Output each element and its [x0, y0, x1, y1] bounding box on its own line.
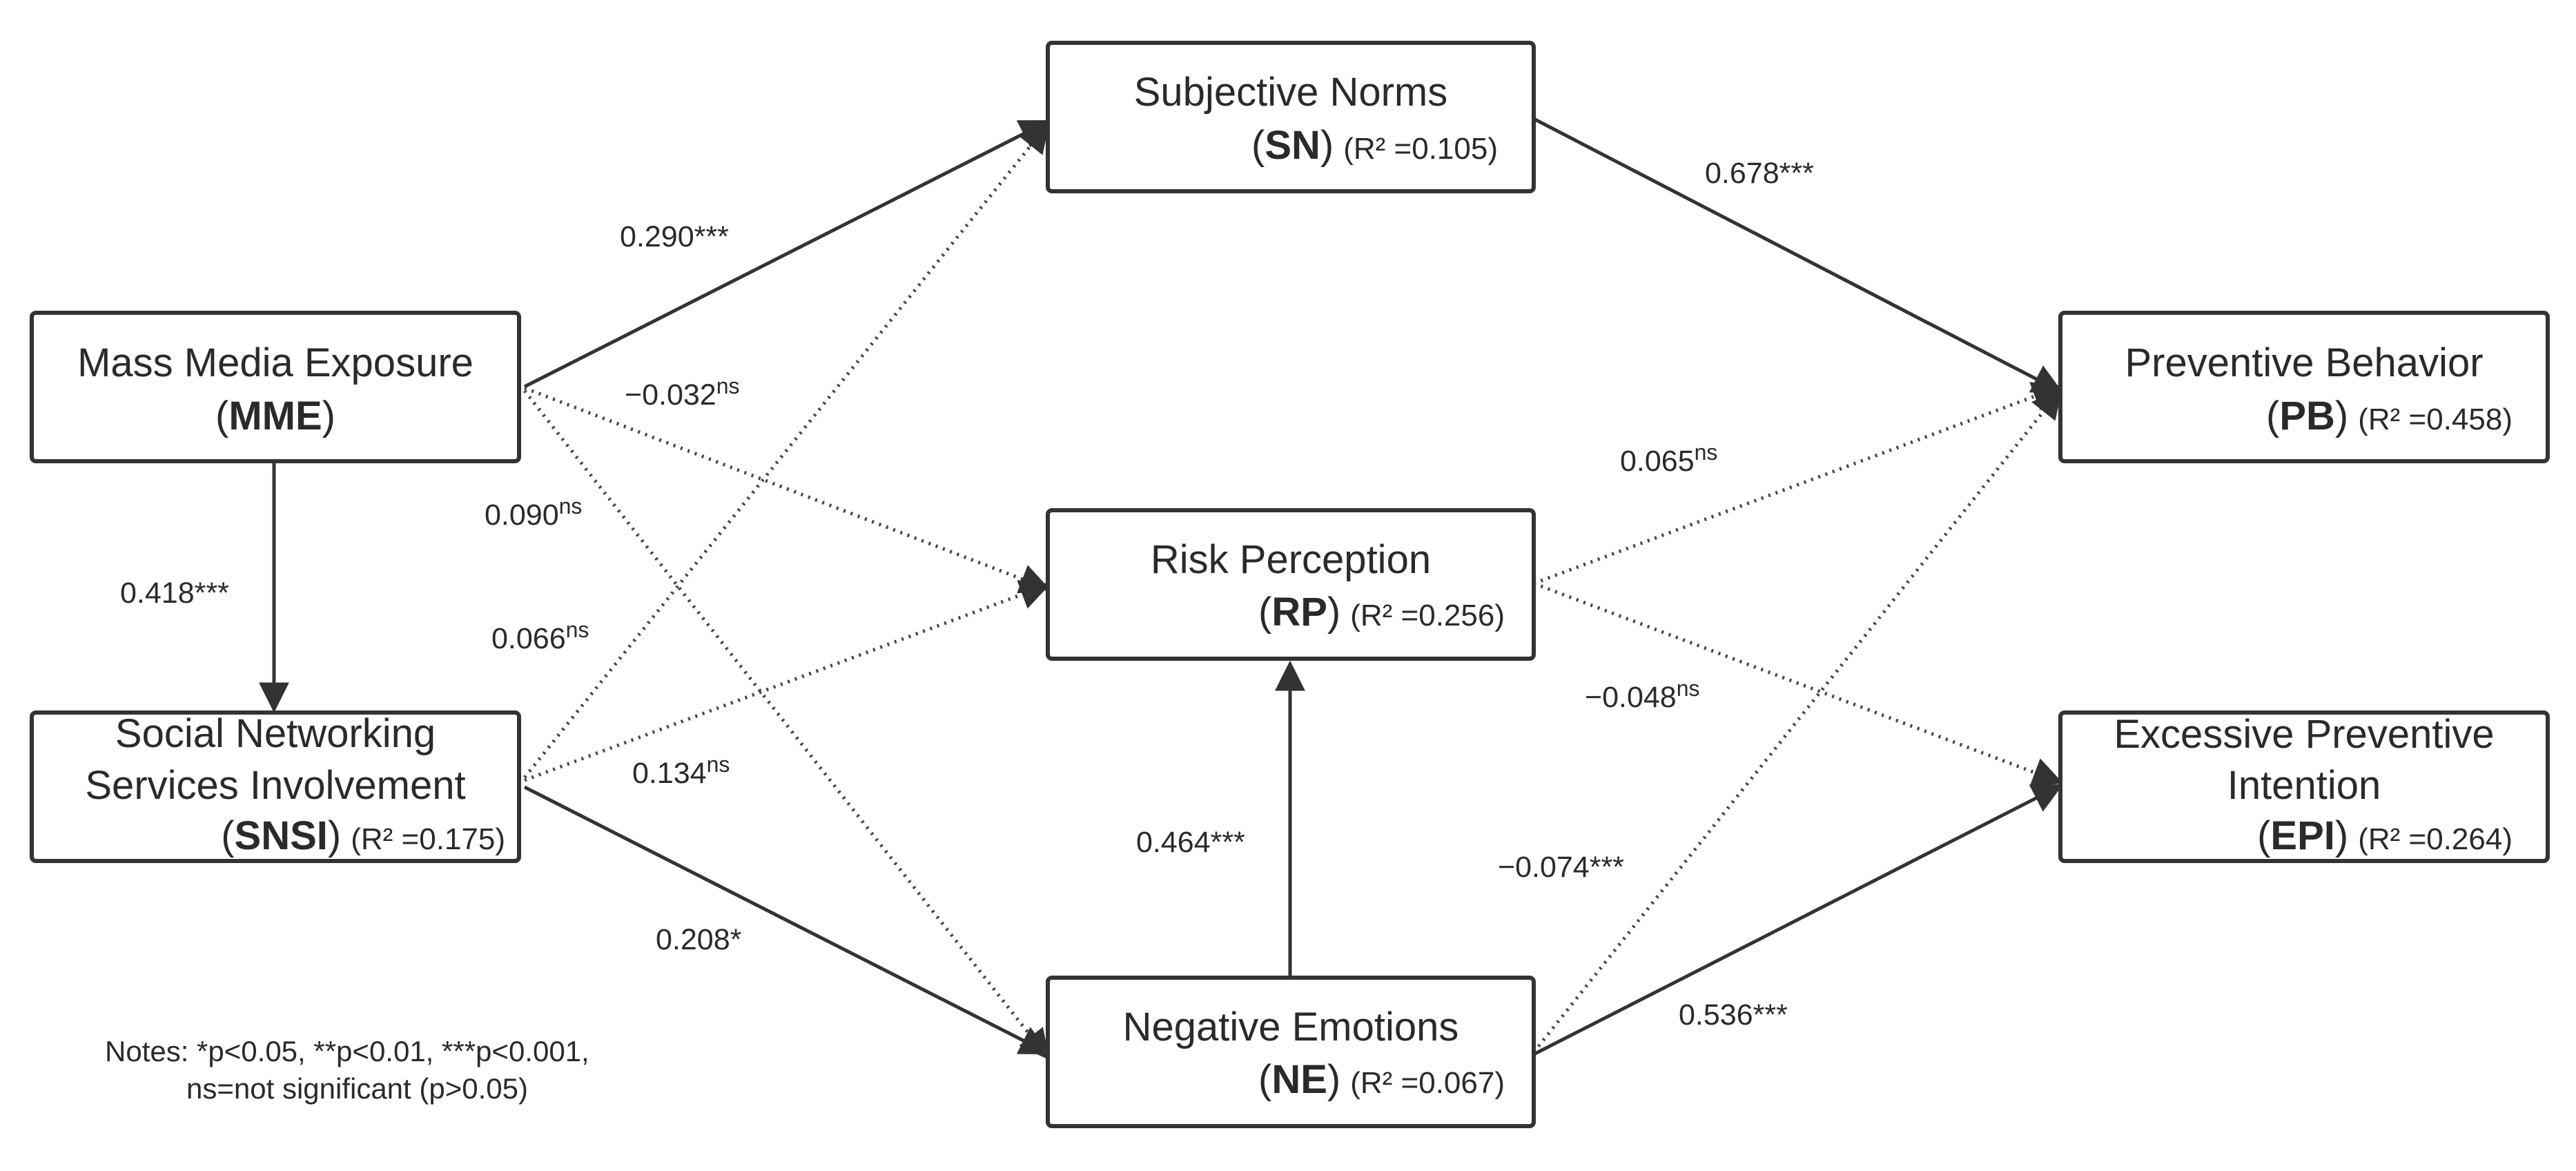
arrow-snsi-sn — [523, 122, 1050, 779]
coef-ne-rp: 0.464*** — [1136, 826, 1245, 859]
node-snsi-abbr: SNSI — [235, 813, 328, 858]
node-mme-title: Mass Media Exposure — [77, 340, 474, 385]
coef-rp-epi: −0.048ns — [1585, 676, 1700, 714]
coef-ne-epi: 0.536*** — [1679, 998, 1788, 1032]
node-pb-abbr: PB — [2279, 394, 2335, 438]
node-mme-box — [30, 311, 521, 463]
coef-sn-pb: 0.678*** — [1705, 157, 1814, 190]
node-rp: Risk Perception (RP)(R² =0.256) — [1046, 508, 1536, 661]
node-snsi-title-line1: Social Networking — [115, 711, 436, 756]
arrow-snsi-ne — [523, 785, 1051, 1055]
notes-line1: Notes: *p<0.05, **p<0.01, ***p<0.001, — [105, 1035, 589, 1067]
node-pb-box — [2058, 311, 2550, 463]
node-ne-abbr: NE — [1271, 1057, 1327, 1102]
node-sn-r2: (R² =0.105) — [1343, 132, 1498, 166]
coef-mme-snsi: 0.418*** — [120, 577, 229, 610]
arrow-ne-epi — [1532, 784, 2063, 1056]
node-epi-title-line1: Excessive Preventive — [2114, 712, 2494, 757]
node-ne-box — [1046, 976, 1536, 1128]
node-mme-abbr: MME — [228, 394, 322, 438]
node-rp-label: (RP)(R² =0.256) — [1258, 590, 1505, 635]
node-snsi: Social Networking Services Involvement (… — [30, 710, 521, 863]
node-rp-title: Risk Perception — [1151, 537, 1431, 582]
arrow-mme-ne — [523, 389, 1050, 1061]
node-ne-title: Negative Emotions — [1123, 1005, 1459, 1049]
node-rp-box — [1046, 508, 1536, 661]
node-pb-title: Preventive Behavior — [2125, 340, 2483, 385]
significance-notes: Notes: *p<0.05, **p<0.01, ***p<0.001, ns… — [105, 1035, 589, 1105]
coef-snsi-ne: 0.208* — [656, 923, 742, 956]
arrow-ne-pb — [1532, 387, 2062, 1054]
arrow-rp-epi — [1533, 581, 2064, 787]
node-epi-label: (EPI)(R² =0.264) — [2257, 813, 2512, 858]
node-sn-title: Subjective Norms — [1134, 70, 1447, 115]
coef-mme-rp: −0.032ns — [625, 374, 740, 412]
coef-ne-pb: −0.074*** — [1498, 851, 1624, 884]
node-rp-abbr: RP — [1271, 590, 1327, 635]
node-sn: Subjective Norms (SN)(R² =0.105) — [1046, 41, 1536, 193]
node-mme-label: (MME) — [215, 394, 335, 438]
node-snsi-label: (SNSI)(R² =0.175) — [221, 813, 505, 858]
node-sn-label: (SN)(R² =0.105) — [1251, 123, 1498, 168]
coef-mme-sn: 0.290*** — [620, 220, 729, 253]
coef-rp-pb: 0.065ns — [1620, 440, 1717, 478]
node-mme: Mass Media Exposure (MME) — [30, 311, 521, 463]
node-ne-r2: (R² =0.067) — [1350, 1066, 1505, 1100]
arrow-mme-sn — [523, 119, 1051, 389]
node-rp-r2: (R² =0.256) — [1350, 599, 1505, 632]
node-pb-label: (PB)(R² =0.458) — [2266, 394, 2512, 438]
node-epi: Excessive Preventive Intention (EPI)(R² … — [2058, 710, 2550, 863]
coefficient-labels: 0.290*** −0.032ns 0.090ns 0.418*** 0.066… — [120, 157, 1814, 1032]
notes-line2: ns=not significant (p>0.05) — [186, 1072, 528, 1105]
arrow-snsi-rp — [524, 580, 1051, 782]
node-pb-r2: (R² =0.458) — [2358, 403, 2512, 436]
coef-snsi-sn: 0.066ns — [491, 617, 589, 655]
node-ne: Negative Emotions (NE)(R² =0.067) — [1046, 976, 1536, 1128]
node-snsi-r2: (R² =0.175) — [351, 822, 505, 856]
node-ne-label: (NE)(R² =0.067) — [1258, 1057, 1505, 1102]
node-epi-r2: (R² =0.264) — [2358, 822, 2512, 856]
path-arrows — [259, 117, 2064, 1061]
node-sn-box — [1046, 41, 1536, 193]
node-epi-abbr: EPI — [2270, 813, 2335, 858]
node-snsi-box — [30, 710, 521, 863]
coef-mme-ne: 0.090ns — [485, 494, 582, 532]
arrow-mme-rp — [524, 386, 1051, 594]
coef-snsi-rp: 0.134ns — [632, 752, 730, 790]
node-snsi-title-line2: Services Involvement — [85, 763, 465, 808]
arrow-sn-pb — [1532, 117, 2063, 394]
node-epi-box — [2058, 710, 2550, 863]
node-pb: Preventive Behavior (PB)(R² =0.458) — [2058, 311, 2550, 463]
node-epi-title-line2: Intention — [2227, 763, 2381, 808]
node-sn-abbr: SN — [1265, 123, 1320, 168]
arrow-rp-pb — [1533, 382, 2064, 586]
